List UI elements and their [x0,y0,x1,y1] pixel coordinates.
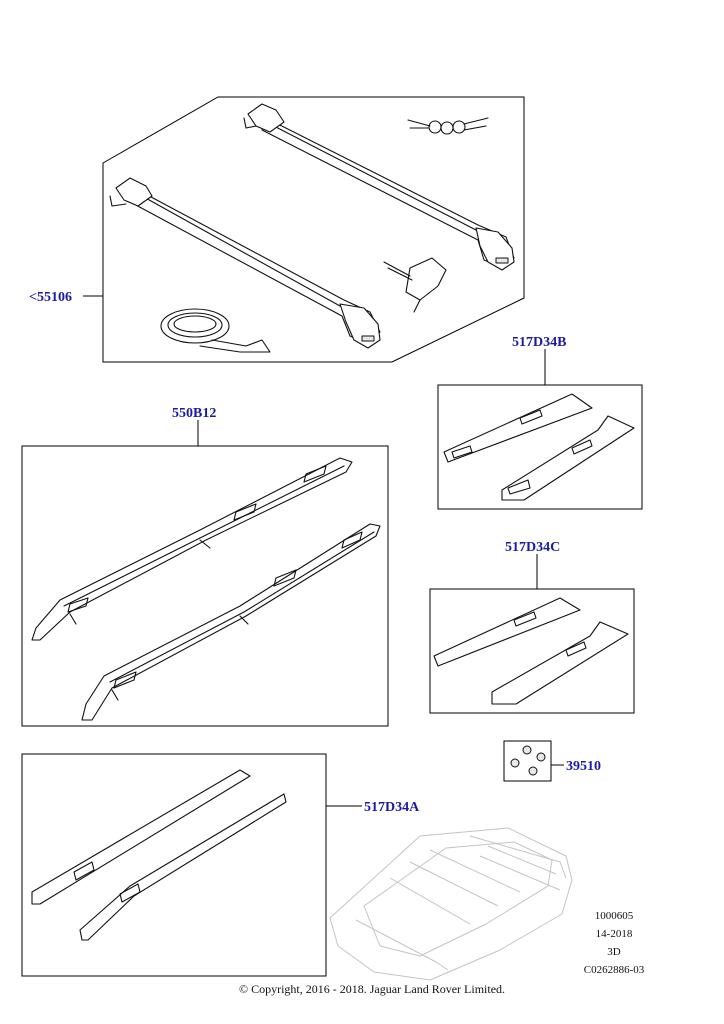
clamp-tool-icon [383,257,447,313]
lock-keys-icon [407,117,489,135]
callout-fixings[interactable]: 39510 [566,759,601,774]
reference-line-2: 14-2018 [596,928,633,940]
side-rails-frame [21,445,389,727]
rail-trim-a-group: 517D34A [21,753,420,977]
copyright-notice: © Copyright, 2016 - 2018. Jaguar Land Ro… [239,982,505,996]
callout-crossbar-kit[interactable]: <55106 [29,290,72,305]
reference-block: 1000605 14-2018 3D C0262886-03 [584,910,645,976]
side-rails-group: 550B12 [21,406,389,727]
rear-crossbar [243,103,515,271]
crossbar-kit-group: <55106 [29,96,525,363]
fixings-frame [503,740,552,782]
callout-side-rails[interactable]: 550B12 [172,406,216,421]
fixings-group: 39510 [503,740,601,782]
screw-icon [510,745,546,776]
rail-trim-c-group: 517D34C [429,540,635,714]
crossbar-kit-frame [102,96,525,363]
front-crossbar [109,177,381,349]
rail-trim-a-frame [21,753,327,977]
strap-coil-icon [160,308,271,353]
callout-rail-trim-b[interactable]: 517D34B [512,335,566,350]
rail-trim-c-frame [429,588,635,714]
reference-line-4: C0262886-03 [584,964,645,976]
callout-rail-trim-c[interactable]: 517D34C [505,540,560,555]
reference-line-3: 3D [607,946,621,958]
rail-trim-b-group: 517D34B [437,335,643,510]
vehicle-roof-outline [329,827,573,981]
lower-side-rail [81,523,381,721]
upper-side-rail [31,457,353,641]
rail-trim-b-frame [437,384,643,510]
callout-rail-trim-a[interactable]: 517D34A [364,800,420,815]
reference-line-1: 1000605 [595,910,634,922]
